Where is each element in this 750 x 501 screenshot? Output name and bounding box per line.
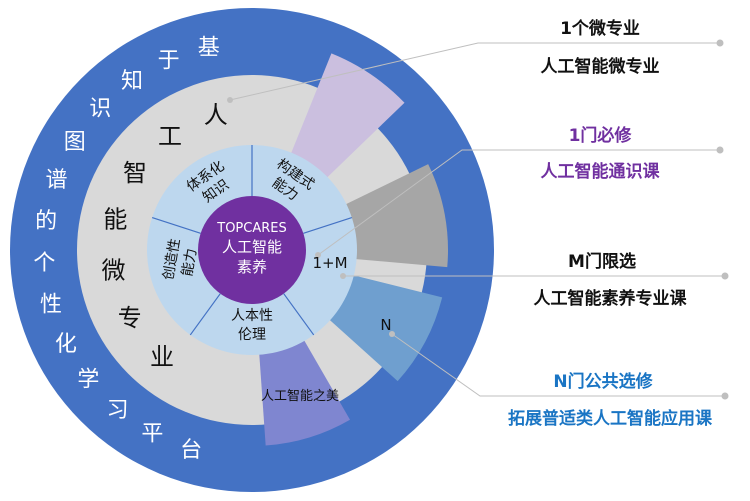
ring-char: 人 xyxy=(204,101,228,129)
segment-divider xyxy=(151,216,201,234)
ring-char: 微 xyxy=(101,256,125,284)
connector-line-4 xyxy=(391,333,725,397)
legend-2-subtitle: 人工智能通识课 xyxy=(540,162,660,182)
ring-char: 能 xyxy=(103,206,127,234)
segment-ethics-2: 伦理 xyxy=(238,327,266,343)
legend-3-title: M门限选 xyxy=(568,252,636,272)
connector-dot xyxy=(721,392,729,400)
ring-char: 于 xyxy=(158,48,180,73)
legend-3-subtitle: 人工智能素养专业课 xyxy=(533,289,687,309)
ring-char: 识 xyxy=(89,97,111,122)
legend-1-title: 1个微专业 xyxy=(560,19,640,39)
legend-1-subtitle: 人工智能微专业 xyxy=(540,57,660,77)
ring-char: 学 xyxy=(77,367,99,392)
connector-line-1 xyxy=(229,42,720,101)
core-label-1: TOPCARES xyxy=(216,221,286,236)
connector-dot xyxy=(721,272,729,280)
ring-char: 图 xyxy=(64,130,86,155)
legend-2-title: 1门必修 xyxy=(568,126,632,146)
connector-dot xyxy=(340,273,346,279)
ring-char: 台 xyxy=(180,438,202,463)
ring-char: 知 xyxy=(121,69,143,94)
segment-divider xyxy=(303,216,353,234)
connector-dot xyxy=(716,146,724,154)
segment-1m: 1+M xyxy=(312,254,347,272)
ring-char: 的 xyxy=(35,209,57,234)
connector-dot xyxy=(389,331,395,337)
sector-elective-label: N xyxy=(380,316,391,334)
ring-char: 平 xyxy=(141,422,163,447)
segment-creative-2: 能力 xyxy=(179,247,200,277)
ring-char: 化 xyxy=(55,332,77,357)
ring-char: 谱 xyxy=(45,168,67,193)
ring-char: 性 xyxy=(40,293,62,318)
ring-char: 工 xyxy=(158,122,182,150)
ring-char: 习 xyxy=(107,398,129,423)
ring-char: 智 xyxy=(123,159,147,187)
ring-char: 专 xyxy=(118,304,142,332)
sector-public-label: 人工智能之美 xyxy=(261,389,339,404)
connector-line-2 xyxy=(317,149,720,256)
legend-4-title: N门公共选修 xyxy=(553,372,653,392)
segment-divider xyxy=(283,293,315,336)
ring-char: 业 xyxy=(150,343,174,371)
core-label-2: 人工智能 xyxy=(222,238,282,256)
segment-creative-1: 创造性 xyxy=(161,237,184,281)
ring-char: 基 xyxy=(198,36,220,61)
connector-dot xyxy=(716,39,724,47)
segment-divider xyxy=(189,293,221,336)
ring-char: 个 xyxy=(33,251,55,276)
legend-4-subtitle: 拓展普适类人工智能应用课 xyxy=(508,409,712,429)
core-label-3: 素养 xyxy=(237,258,267,276)
core-circle xyxy=(198,196,306,304)
connector-dot xyxy=(227,97,233,103)
connector-dot xyxy=(315,252,321,258)
segment-ethics-1: 人本性 xyxy=(231,308,273,324)
